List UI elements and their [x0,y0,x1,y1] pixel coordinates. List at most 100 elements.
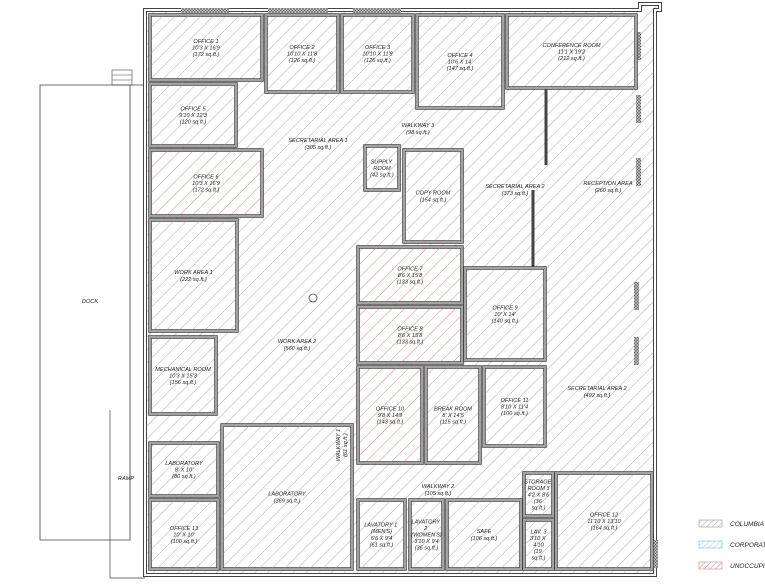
area-size: (373 sq.ft.) [502,191,529,197]
room-name: CONFERENCE ROOM [542,43,600,49]
area-walkway-1: WALKWAY 1(61 sq.ft.) [336,429,349,462]
area-reception-area: RECEPTION AREA(260 sq.ft.) [583,181,632,194]
room-office-6-label: OFFICE 610'3 X 16'9(172 sq.ft.) [192,174,220,193]
legend-label: CORPORATE [730,542,765,549]
room-name: OFFICE 2 [289,45,315,51]
legend-label: COLUMBIA ( [730,521,765,528]
room-area: (143 sq.ft.) [377,420,404,426]
room-office-1-label: OFFICE 110'3 X 16'9(172 sq.ft.) [192,39,220,58]
room-laboratory [148,441,220,498]
room-break-room [424,365,482,465]
rooms [148,13,654,571]
room-fill [149,336,217,415]
room-office-8-label: OFFICE 88'6 X 15'8(133 sq.ft.) [397,326,424,345]
room-supply-room-label: SUPPLY ROOM(42 sq.ft.) [370,159,394,178]
area-walkway-3: WALKWAY 3(98 sq.ft.) [402,123,435,136]
room-office-6 [148,148,264,218]
area-secretarial-area-1: SECRETARIAL AREA 1(305 sq.ft.) [288,138,347,151]
area-work-area-2: WORK AREA 2(560 sq.ft.) [278,339,317,352]
room-office-5 [148,82,238,148]
room-laboratory [220,423,354,571]
room-office-11 [482,365,547,448]
room-name: OFFICE 3 [365,45,391,51]
room-name: OFFICE 7 [397,266,423,272]
room-supply-room [363,144,401,192]
room-storage-room-3-label: STORAGE ROOM 34'2 X 8'6(36 sq.ft.) [524,479,553,511]
room-dimensions: 8'6 X 15'8 [398,333,423,339]
room-dimensions: 9'8 X 14'9 [378,413,403,419]
room-office-2 [264,13,340,94]
room-office-3 [340,13,415,94]
legend-swatch [698,561,723,570]
room-office-4 [415,13,505,110]
area-name: SECRETARIAL AREA 2 [567,386,627,392]
room-area: (36 sq.ft.) [415,546,439,552]
room-office-3-label: OFFICE 310'10 X 11'8(126 sq.ft.) [362,45,393,64]
room-office-10 [356,365,424,465]
room-name: LABORATORY [268,492,307,498]
legend-swatch [698,519,723,528]
room-area: (120 sq.ft.) [180,120,207,126]
area-size: (260 sq.ft.) [595,188,622,194]
area-name: SECRETARIAL AREA 1 [288,138,347,144]
area-name: WORK AREA 2 [278,339,317,345]
room-office-7 [356,245,464,305]
area-name: RECEPTION AREA [583,181,632,187]
room-name: OFFICE 8 [397,326,423,332]
room-name: OFFICE 11 [501,398,529,404]
room-area: (80 sq.ft.) [172,474,196,480]
room-dimensions: 3'10 X 9'4 [414,539,439,545]
room-area: (212 sq.ft.) [558,56,585,62]
room-lavatory-1-men-s--label: LAVATORY 1 (MEN'S)6'6 X 9'4(61 sq.ft.) [364,523,399,549]
room-area: (106 sq.ft.) [471,536,498,542]
area-name: SECRETARIAL AREA 2 [485,184,545,190]
room-name: WORK AREA 1 [174,270,212,276]
room-area: (133 sq.ft.) [397,280,424,286]
room-area: (222 sq.ft.) [180,277,207,283]
room-name: OFFICE 12 [590,512,619,518]
room-fill [149,83,237,147]
area-secretarial-area-2: SECRETARIAL AREA 2(492 sq.ft.) [567,386,627,399]
room-dimensions: 6'6 X 9'4 [371,536,392,542]
area-size: (492 sq.ft.) [584,393,611,399]
room-area: (156 sq.ft.) [170,380,197,386]
room-name: OFFICE 10 [376,406,405,412]
room-dimensions: 8' X 14'5 [442,413,464,419]
ramp-label: RAMP [118,476,134,482]
room-area: (147 sq.ft.) [447,66,474,72]
room-mechanical-room [148,335,218,416]
room-area: (172 sq.ft.) [193,52,220,58]
room-fill [416,14,504,109]
room-dimensions: 3'10 X 4'10 [530,536,547,549]
room-dimensions: 10'3 X 15'3 [169,374,198,380]
room-area: (61 sq.ft.) [370,542,394,548]
room-area: (126 sq.ft.) [364,58,391,64]
room-lav-3 [522,518,555,571]
area-name: WALKWAY 2 [422,484,455,490]
room-copy-room [402,148,464,244]
room-office-1 [148,13,264,82]
room-dimensions: 10'10 X 11'8 [362,52,393,58]
room-area: (369 sq.ft.) [274,498,301,504]
room-storage-room-3 [522,471,555,518]
room-copy-room-label: COPY ROOM(154 sq.ft.) [416,191,451,204]
room-fill [149,442,219,497]
room-name: LAVATORY 2 (WOMEN'S) [411,519,442,538]
room-name: OFFICE 5 [180,106,206,112]
legend-label: UNOCCUPIE [730,563,765,570]
room-name: OFFICE 13 [170,526,199,532]
room-office-9 [463,266,547,362]
legend-item: UNOCCUPIE [698,561,765,570]
room-name: LABORATORY [165,461,204,467]
room-office-7-label: OFFICE 78'6 X 15'8(133 sq.ft.) [397,266,424,285]
area-size: (105 sq.ft.) [425,491,452,497]
room-office-12 [554,471,654,571]
area-size: (560 sq.ft.) [284,346,311,352]
room-area: (19 sq.ft.) [532,549,546,562]
room-dimensions: 10'3 X 16'9 [192,46,220,52]
room-dimensions: 11'1 X 19'2 [558,50,586,56]
room-area: (36 sq.ft.) [532,499,546,512]
